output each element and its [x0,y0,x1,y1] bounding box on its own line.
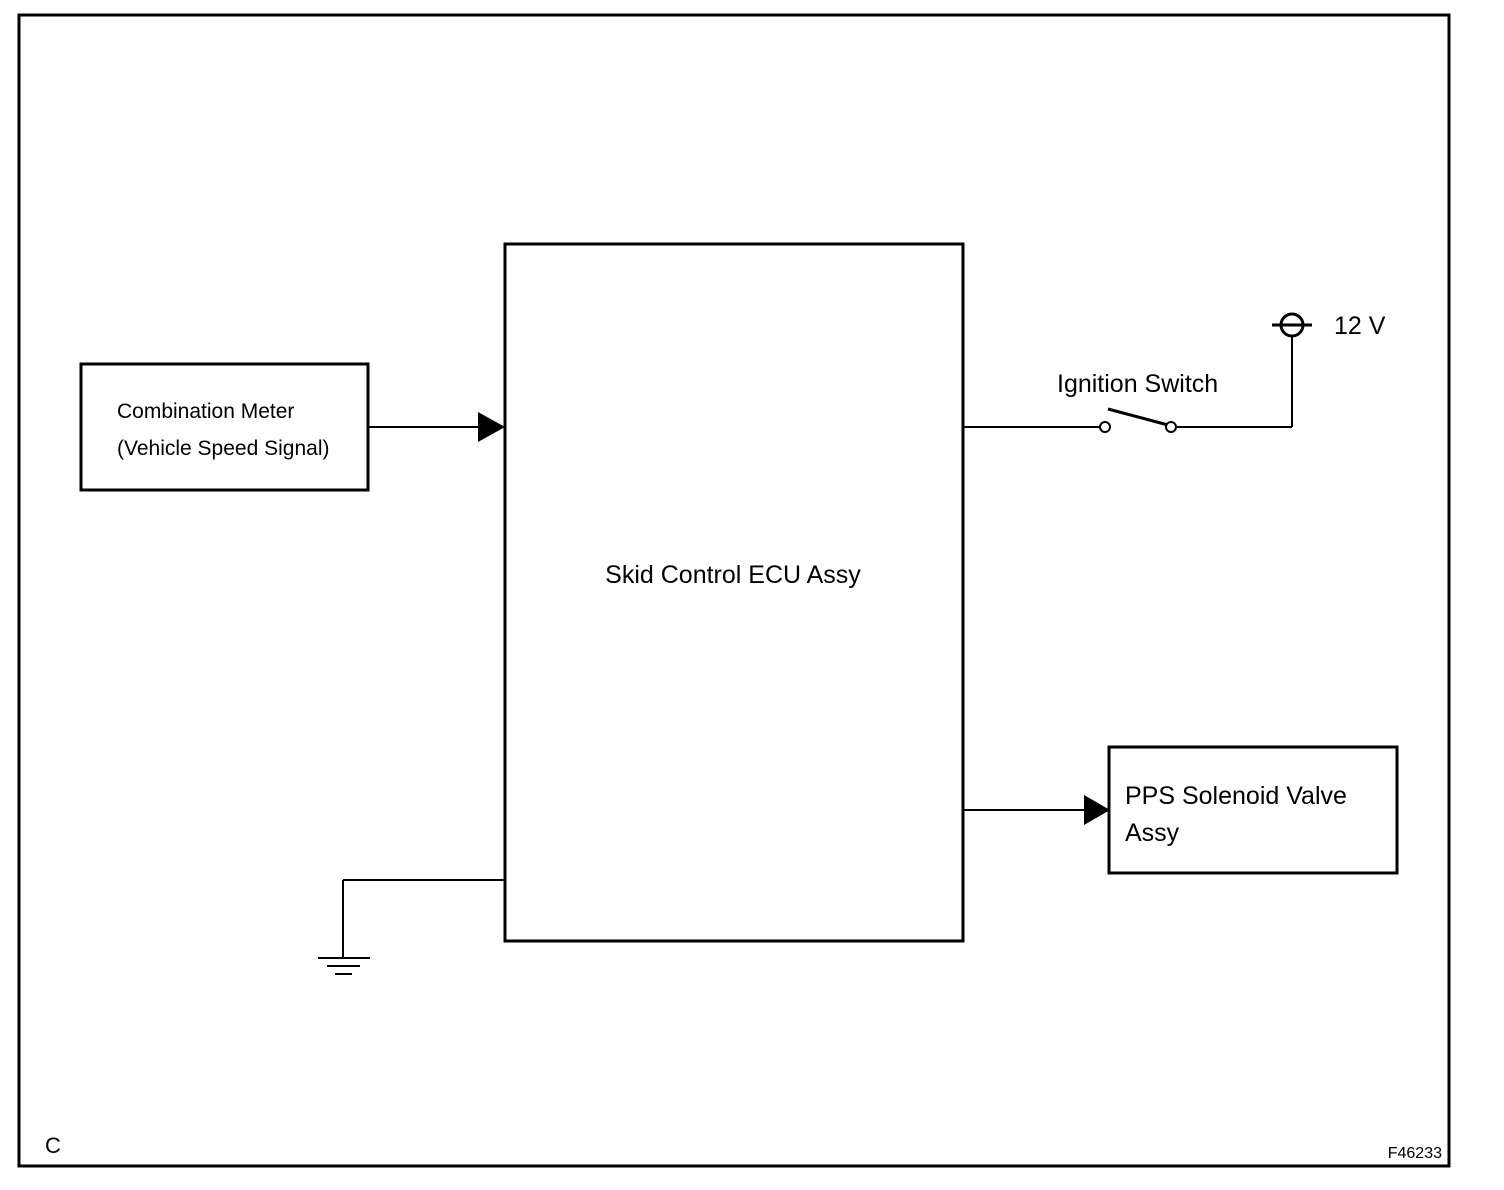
ignition-switch-terminal-left [1099,421,1111,433]
ignition-switch-terminal-right [1165,421,1177,433]
skid-control-ecu-box [503,242,965,943]
ignition-switch-circuit: Ignition Switch [963,336,1293,433]
speed-signal-arrow [478,412,505,442]
pps-solenoid-valve-block: PPS Solenoid Valve Assy [1107,745,1399,875]
pps-solenoid-valve-label: PPS Solenoid Valve [1125,782,1347,810]
skid-control-ecu-block: Skid Control ECU Assy [503,242,965,943]
pps-solenoid-valve-label-2: Assy [1125,819,1180,847]
figure-id: F46233 [1388,1145,1442,1162]
combination-meter-label: Combination Meter [117,400,294,423]
skid-control-ecu-label: Skid Control ECU Assy [605,561,861,589]
ignition-switch-blade [1107,407,1169,427]
power-source-label: 12 V [1334,312,1386,340]
power-source-12v: 12 V [1272,312,1386,340]
combination-meter-block: Combination Meter (Vehicle Speed Signal) [79,362,370,492]
corner-letter: C [45,1133,61,1158]
pps-solenoid-valve-box [1107,745,1399,875]
diagram-frame [17,13,1451,1168]
vehicle-speed-signal-label: (Vehicle Speed Signal) [117,437,329,460]
combination-meter-box [79,362,370,492]
pps-output-arrow [1084,795,1110,825]
ground-connection [318,879,505,975]
ignition-switch-label: Ignition Switch [1057,370,1218,398]
